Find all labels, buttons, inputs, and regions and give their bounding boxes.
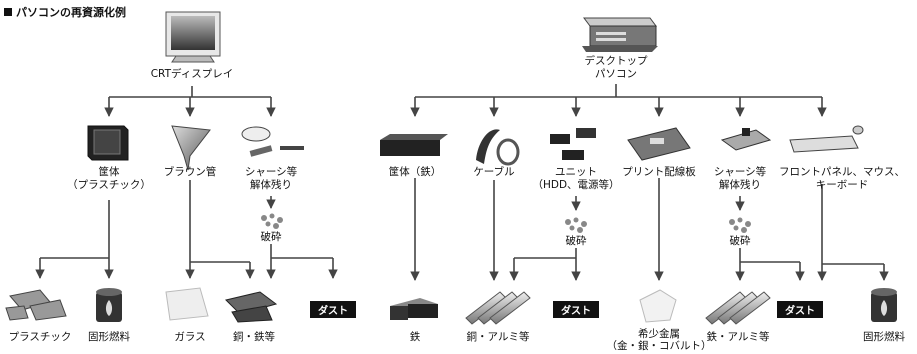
pcb-label: プリント配線板: [622, 166, 696, 178]
crush-crt-icon: [261, 213, 283, 229]
front-panel-label-1: フロントパネル、マウス、: [779, 166, 905, 178]
unit-label-2: （HDD、電源等）: [532, 179, 620, 191]
copper-iron-scrap-icon: [225, 291, 278, 323]
desktop-pc-label-1: デスクトップ: [584, 55, 648, 67]
solid-fuel-drum-icon-2: [871, 288, 897, 322]
diagram-title: パソコンの再資源化例: [4, 4, 126, 20]
chassis-crush-label: 破砕: [729, 235, 751, 247]
iron-casing-icon: [380, 134, 448, 156]
title-bullet-icon: [4, 8, 12, 16]
unit-crush-label: 破砕: [565, 235, 587, 247]
solid-fuel-label-1: 固形燃料: [88, 331, 130, 343]
desktop-pc-icon: [582, 17, 658, 52]
crt-chassis-label-2: 解体残り: [250, 179, 292, 191]
rare-metal-label-1: 希少金属: [638, 328, 680, 340]
plastic-flakes-icon: [5, 289, 67, 321]
dust-badge-3: ダスト: [777, 301, 823, 318]
iron-ingot-icon: [390, 298, 438, 320]
desktop-pc-label-2: パソコン: [595, 68, 637, 80]
iron-aluminum-label: 鉄・アルミ等: [706, 331, 770, 343]
cable-icon: [476, 129, 520, 166]
keyboard-mouse-icon: [789, 125, 864, 153]
copper-aluminum-rods-icon-1: [465, 291, 531, 325]
crt-chassis-label-1: シャーシ等: [244, 166, 298, 178]
crt-display-label: CRTディスプレイ: [150, 68, 234, 80]
crt-crush-label: 破砕: [260, 231, 282, 243]
title-text: パソコンの再資源化例: [16, 6, 126, 19]
front-panel-label-2: キーボード: [815, 179, 869, 191]
circuit-board-icon: [627, 127, 691, 161]
plastic-label: プラスチック: [8, 331, 72, 343]
copper-iron-label: 銅・鉄等: [233, 331, 275, 343]
dust-badge-2: ダスト: [553, 301, 599, 318]
crt-monitor-icon: [165, 11, 221, 63]
unit-icon: [550, 128, 596, 160]
pc-chassis-label-1: シャーシ等: [713, 166, 767, 178]
dust-badge-1: ダスト: [310, 301, 356, 318]
crush-unit-icon: [565, 217, 587, 233]
glass-label: ガラス: [174, 331, 206, 343]
rare-metal-label-2: （金・銀・コバルト）: [606, 340, 712, 352]
cable-label: ケーブル: [473, 166, 515, 178]
crush-chassis-icon: [729, 217, 751, 233]
iron-aluminum-rods-icon: [705, 291, 771, 325]
solid-fuel-label-2: 固形燃料: [863, 331, 905, 343]
crt-casing-label-1: 筐体: [98, 166, 120, 178]
plastic-casing-icon: [87, 125, 129, 161]
solid-fuel-drum-icon-1: [96, 288, 122, 322]
unit-label-1: ユニット: [555, 166, 597, 178]
pc-casing-label: 筐体（鉄）: [388, 166, 442, 178]
crt-chassis-remnants-icon: [241, 126, 304, 157]
pc-chassis-label-2: 解体残り: [719, 179, 761, 191]
rare-metal-crystals-icon: [639, 289, 677, 323]
glass-fragments-icon: [165, 287, 209, 321]
braun-tube-icon: [171, 125, 211, 171]
crt-casing-label-2: （プラスチック）: [67, 179, 151, 191]
braun-tube-label: ブラウン管: [163, 166, 217, 178]
iron-label: 鉄: [409, 331, 421, 343]
pc-chassis-remnants-icon: [720, 128, 772, 151]
copper-aluminum-label: 銅・アルミ等: [466, 331, 530, 343]
